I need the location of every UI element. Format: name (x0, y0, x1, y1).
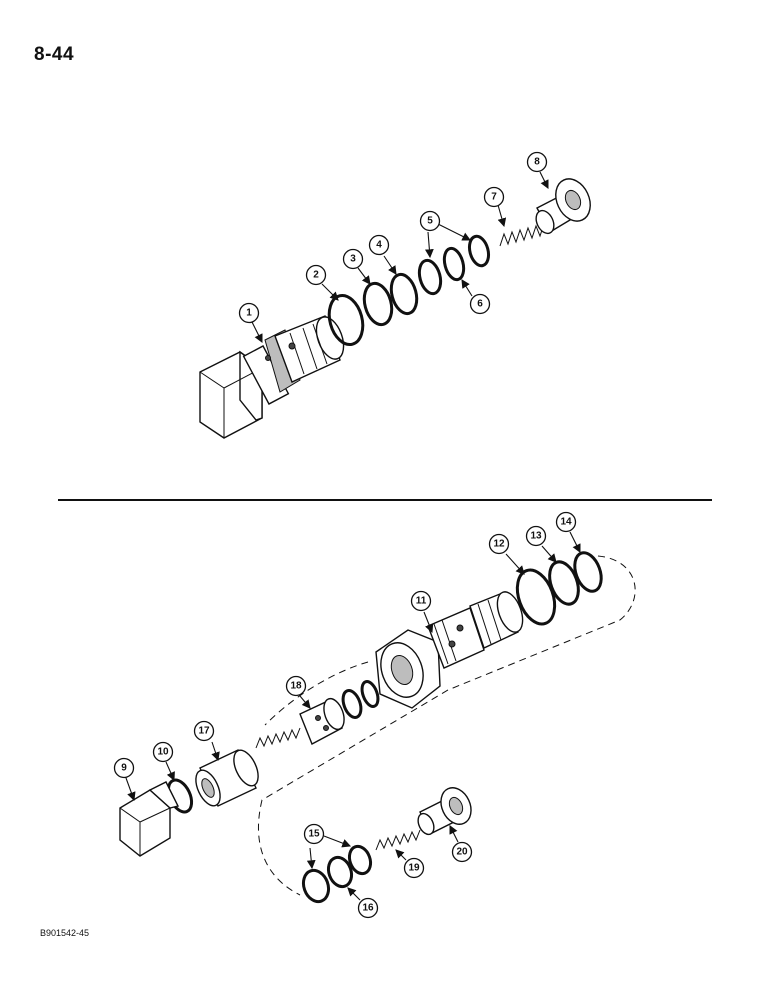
part-18-ring-a (341, 689, 363, 719)
svg-text:7: 7 (491, 192, 497, 203)
svg-text:10: 10 (157, 747, 169, 758)
svg-text:2: 2 (313, 270, 319, 281)
part-11-cartridge-body (375, 591, 524, 709)
svg-text:14: 14 (560, 517, 572, 528)
part-5-ring-a (417, 258, 443, 296)
part-18-ring-b (360, 680, 380, 708)
callout-18: 18 (285, 675, 307, 697)
svg-text:4: 4 (376, 240, 382, 251)
svg-text:20: 20 (456, 847, 468, 858)
callout-8: 8 (526, 151, 548, 173)
part-8-poppet (535, 178, 591, 235)
part-1-cartridge-body (199, 315, 345, 439)
svg-text:15: 15 (308, 829, 320, 840)
svg-text:17: 17 (198, 726, 210, 737)
callout-10: 10 (152, 741, 174, 763)
svg-text:5: 5 (427, 216, 433, 227)
part-13-ring (548, 560, 580, 606)
figure-code: B901542-45 (40, 928, 90, 938)
part-14-ring (573, 551, 603, 593)
part-6-ring (442, 246, 466, 282)
callout-2: 2 (305, 264, 327, 286)
part-4-ring (389, 272, 419, 316)
callout-3: 3 (342, 248, 364, 270)
callout-14: 14 (555, 511, 577, 533)
part-7-spring (499, 223, 545, 247)
svg-text:16: 16 (362, 903, 374, 914)
part-2-ring (327, 293, 365, 347)
callout-1: 1 (238, 302, 260, 324)
callout-4: 4 (368, 234, 390, 256)
part-15-ring-b (347, 844, 373, 876)
part-15-ring-a (301, 868, 331, 904)
callout-12: 12 (488, 533, 510, 555)
callout-7: 7 (483, 186, 505, 208)
callout-13: 13 (525, 525, 547, 547)
part-20-poppet (417, 787, 472, 836)
callout-20: 20 (451, 841, 473, 863)
svg-text:18: 18 (290, 681, 302, 692)
svg-text:12: 12 (493, 539, 505, 550)
svg-text:11: 11 (416, 596, 427, 607)
part-16-ring (326, 855, 354, 889)
callout-11: 11 (410, 590, 432, 612)
upper-assembly (199, 171, 591, 439)
part-5-ring-b (467, 234, 491, 268)
svg-text:13: 13 (530, 531, 542, 542)
part-9-hex-plug (119, 781, 180, 857)
callout-17: 17 (193, 720, 215, 742)
lower-assembly (119, 531, 636, 904)
part-3-ring (362, 281, 394, 327)
part-17-sleeve (195, 749, 259, 807)
svg-text:9: 9 (121, 763, 127, 774)
callout-15: 15 (303, 823, 325, 845)
part-19-spring (375, 829, 421, 851)
svg-text:8: 8 (534, 157, 540, 168)
svg-text:19: 19 (408, 863, 420, 874)
callout-6: 6 (469, 293, 491, 315)
callout-16: 16 (357, 897, 379, 919)
page-number: 8-44 (34, 44, 75, 65)
svg-text:1: 1 (246, 308, 252, 319)
callout-5: 5 (419, 210, 441, 232)
callout-9: 9 (113, 757, 135, 779)
svg-text:3: 3 (350, 254, 356, 265)
callouts: 1 2 3 4 5 6 7 8 9 10 11 12 13 14 15 16 1… (113, 151, 577, 919)
callout-19: 19 (403, 857, 425, 879)
part-18-poppet-assembly (255, 697, 345, 749)
svg-text:6: 6 (477, 299, 483, 310)
